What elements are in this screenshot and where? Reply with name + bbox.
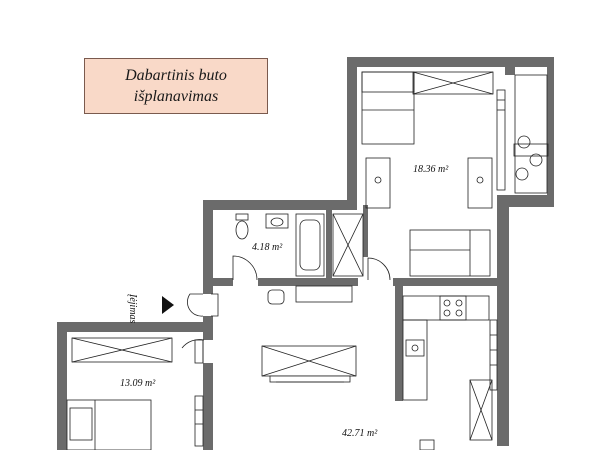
balcony-furniture bbox=[513, 74, 549, 194]
hall bbox=[162, 285, 353, 364]
walls bbox=[57, 57, 554, 450]
plan-title: Dabartinis buto išplanavimas bbox=[84, 58, 268, 114]
area-label-bedroom: 18.36 m² bbox=[413, 164, 449, 175]
bedroom-furniture bbox=[361, 71, 506, 277]
area-label-small-room: 13.09 m² bbox=[120, 378, 156, 389]
area-label-living: 42.71 m² bbox=[342, 428, 378, 439]
bathroom-fixtures bbox=[232, 213, 391, 281]
small-room-furniture bbox=[66, 337, 204, 450]
plan-title-line2: išplanavimas bbox=[133, 88, 219, 105]
plan-title-line1: Dabartinis buto bbox=[125, 67, 227, 84]
living-furniture bbox=[261, 345, 493, 450]
kitchen-fixtures bbox=[402, 295, 498, 401]
entrance-label: Įėjimas bbox=[127, 294, 138, 324]
area-label-bathroom: 4.18 m² bbox=[252, 242, 283, 253]
